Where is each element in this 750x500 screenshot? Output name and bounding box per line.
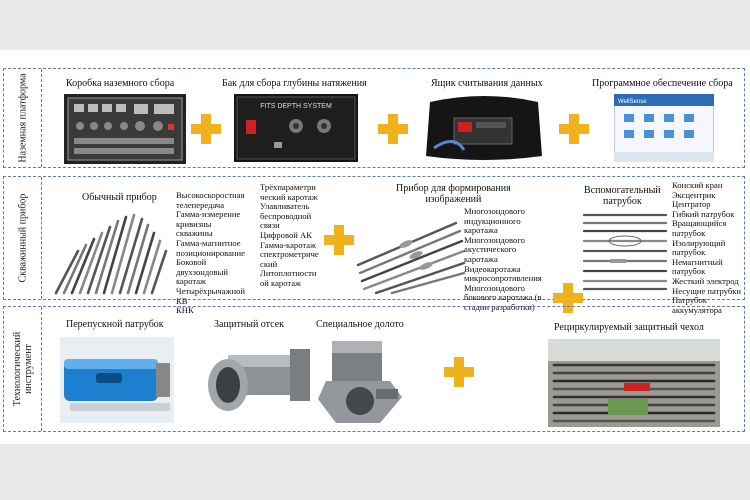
- list-item: каротажа: [464, 253, 498, 264]
- caption-special-bit: Специальное долото: [316, 319, 404, 330]
- caption-bypass-sub: Перепускной патрубок: [66, 319, 164, 330]
- list-item: Гибкий патрубок: [672, 208, 735, 219]
- list-item: бокового каротажа (в: [464, 292, 542, 303]
- caption-recirculating-cover: Рециркулируемый защитный чехол: [554, 322, 704, 333]
- row-technological-tool: Технологический инструмент Перепускной п…: [3, 306, 745, 432]
- list-item: КНК: [176, 305, 194, 316]
- caption-imaging-tool: Прибор для формирования изображений: [396, 183, 511, 205]
- caption-protective-compartment: Защитный отсек: [214, 319, 285, 330]
- list-item: Многозондового: [464, 206, 525, 216]
- caption-auxiliary-sub: Вспомогательный патрубок: [584, 185, 661, 207]
- imaging-tools-image: [356, 209, 466, 295]
- list-item: патрубок: [672, 247, 706, 258]
- list-item: микросопротивления: [464, 273, 542, 284]
- list-item: патрубок: [672, 227, 706, 238]
- list-item: Гамма-каротаж: [260, 239, 317, 250]
- list-item: Боковой: [176, 257, 207, 268]
- list-item: ский: [260, 258, 278, 269]
- list-item: каротажа: [464, 225, 498, 236]
- list-item: индукционного: [464, 215, 521, 226]
- list-item: Эксцентрик: [672, 189, 716, 200]
- list-item: двухзондовый: [176, 266, 228, 277]
- recirculating-cover-image: [548, 339, 720, 427]
- conventional-tools-image: [48, 207, 173, 297]
- row-label-tech: Технологический инструмент: [4, 307, 42, 431]
- row-surface-platform: Наземная платформа Коробка наземного сбо…: [3, 68, 745, 168]
- list-item: Гамма-измерение: [176, 209, 241, 220]
- list-item: Изолирующий: [672, 237, 726, 248]
- bypass-sub-image: [60, 337, 174, 423]
- downhole-label-text: Скважинный прибор: [17, 193, 28, 283]
- auxiliary-list: Конский кран Эксцентрик Центратор Гибкий…: [672, 180, 741, 315]
- caption-software: Программное обеспечение сбора: [592, 78, 733, 89]
- caption-conventional-tool: Обычный прибор: [82, 192, 157, 203]
- plus-icon: [444, 357, 474, 387]
- protective-compartment-image: [200, 337, 312, 423]
- list-item: ой каротаж: [260, 277, 301, 288]
- list-item: Улавливатель: [260, 201, 310, 212]
- auxiliary-subs-image: [580, 209, 670, 295]
- depth-tank-image: FITS DEPTH SYSTEM: [234, 94, 358, 162]
- row-label-downhole: Скважинный прибор: [4, 177, 42, 299]
- tech-label-line: инструмент: [22, 344, 34, 394]
- list-item: беспроводной: [260, 210, 312, 221]
- row-label-surface: Наземная платформа: [4, 69, 42, 167]
- special-bit-image: [316, 337, 410, 427]
- imaging-list: Многозондового индукционного каротажа Мн…: [464, 206, 542, 313]
- list-item: Литоплотности: [260, 268, 317, 279]
- plus-icon: [378, 114, 408, 144]
- list-item: аккумулятора: [672, 304, 722, 315]
- list-item: скважины: [176, 228, 213, 239]
- auxiliary-caption-line: Вспомогательный: [584, 185, 661, 196]
- depth-system-panel-text: FITS DEPTH SYSTEM: [260, 103, 332, 110]
- tech-label-line: Технологический: [11, 331, 23, 407]
- list-item: Центратор: [672, 199, 711, 210]
- list-item: связи: [260, 220, 280, 231]
- list-item: каротаж: [176, 276, 206, 287]
- imaging-caption-line: Прибор для формирования: [396, 183, 511, 194]
- list-item: Немагнитный: [672, 256, 723, 267]
- list-item: ческий каротаж: [260, 191, 318, 202]
- tech-label-text: Технологический инструмент: [12, 332, 34, 406]
- surface-label-text: Наземная платформа: [17, 73, 28, 163]
- row-downhole-tool: Скважинный прибор Обычный прибор: [3, 176, 745, 315]
- data-box-image: [424, 94, 544, 162]
- list-item: позиционирование: [176, 247, 245, 258]
- conventional-list-a: Высокоскоростная телепередача Гамма-изме…: [176, 190, 245, 316]
- list-item: акустического: [464, 244, 517, 255]
- software-screenshot-image: WellSense: [614, 94, 714, 162]
- list-item: Конский кран: [672, 180, 723, 190]
- list-item: Многозондового: [464, 282, 525, 293]
- list-item: Четырёхрычажной: [176, 285, 245, 296]
- caption-ground-box: Коробка наземного сбора: [66, 78, 175, 89]
- list-item: патрубок: [672, 266, 706, 277]
- list-item: Видеокаротажа: [464, 263, 521, 274]
- list-item: Патрубок: [672, 295, 707, 306]
- conventional-list-b: Трёхпараметри ческий каротаж Улавливател…: [260, 182, 319, 289]
- figure-canvas: Наземная платформа Коробка наземного сбо…: [0, 50, 750, 444]
- list-item: Высокоскоростная: [176, 190, 245, 200]
- list-item: Цифровой АК: [260, 229, 312, 240]
- caption-data-box: Ящик считывания данных: [431, 78, 543, 89]
- list-item: телепередача: [176, 199, 225, 210]
- plus-icon: [559, 114, 589, 144]
- list-item: Многозондового: [464, 234, 525, 245]
- plus-icon: [553, 283, 583, 313]
- ground-box-image: [64, 94, 186, 164]
- list-item: Жесткий электрод: [672, 275, 739, 286]
- caption-depth-tank: Бак для сбора глубины натяжения: [222, 78, 367, 89]
- software-logo-text: WellSense: [618, 99, 647, 105]
- list-item: Несущие патрубки: [672, 285, 741, 296]
- auxiliary-caption-line: патрубок: [602, 196, 642, 207]
- list-item: Вращающийся: [672, 218, 727, 229]
- list-item: Гамма-магнитное: [176, 237, 241, 248]
- list-item: спектрометриче: [260, 249, 319, 260]
- imaging-caption-line: изображений: [425, 194, 482, 205]
- list-item: Трёхпараметри: [260, 182, 316, 192]
- list-item: кривизны: [176, 218, 212, 229]
- list-item: КВ: [176, 295, 188, 306]
- plus-icon: [191, 114, 221, 144]
- plus-icon: [324, 225, 354, 255]
